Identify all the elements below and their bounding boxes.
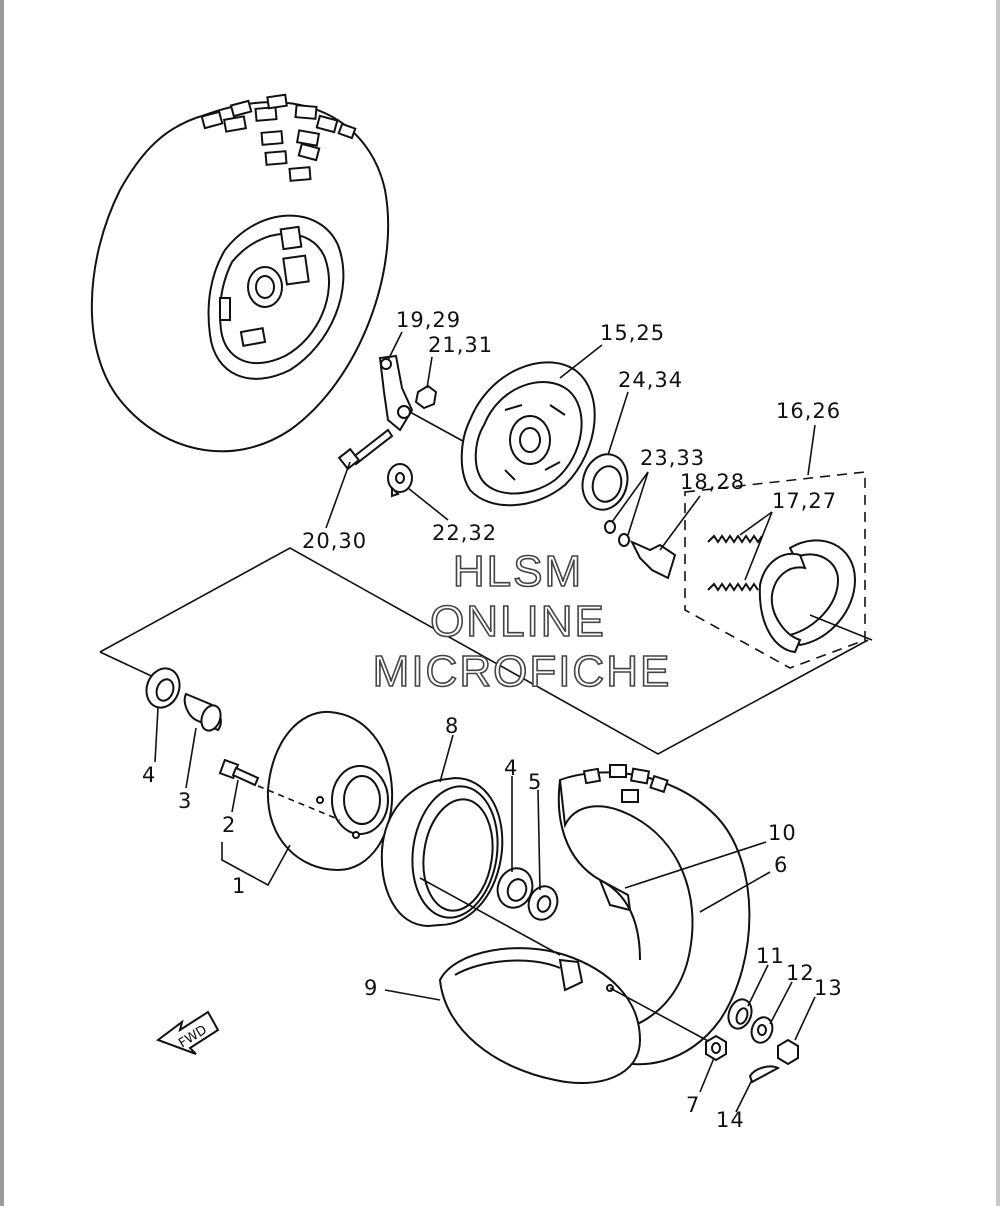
- callout-18-28: 18,28: [680, 470, 745, 494]
- watermark-line-2: ONLINE: [430, 597, 606, 646]
- tire-tread-blocks: [200, 93, 357, 182]
- callout-21-31: 21,31: [428, 333, 493, 357]
- spacer-collar: [183, 692, 222, 732]
- brake-camshaft-lever: [378, 354, 471, 446]
- o-rings: [604, 520, 630, 547]
- watermark: HLSM ONLINE MICROFICHE: [372, 546, 672, 697]
- callout-20-30: 20,30: [302, 529, 367, 553]
- callout-4-left: 4: [142, 763, 156, 787]
- callout-2: 2: [222, 813, 236, 837]
- callout-16-26: 16,26: [776, 399, 841, 423]
- scan-left-edge: [0, 0, 4, 1206]
- oil-seal: [581, 453, 629, 511]
- exploded-guide-lines: [99, 547, 869, 755]
- callout-4-right: 4: [504, 756, 518, 780]
- oil-seal-lower: [527, 885, 559, 921]
- forward-direction-arrow: FWD: [155, 1010, 220, 1055]
- hub-bolt: [218, 758, 260, 787]
- brake-cam: [629, 539, 677, 580]
- watermark-line-3: MICROFICHE: [373, 647, 672, 696]
- callout-19-29: 19,29: [396, 308, 461, 332]
- lever-bolt: [337, 428, 394, 471]
- leader-lines: [154, 331, 816, 1113]
- callout-22-32: 22,32: [432, 521, 497, 545]
- axle-nut: [705, 1034, 727, 1062]
- wheel-hub-drum: [257, 710, 394, 872]
- brake-shoe-plate: [460, 361, 596, 507]
- callout-15-25: 15,25: [600, 321, 665, 345]
- tire-rim-inner-half: [438, 947, 642, 1084]
- callout-24-34: 24,34: [618, 368, 683, 392]
- callout-6: 6: [774, 853, 788, 877]
- cotter-pin-14: [748, 1065, 781, 1084]
- callout-10: 10: [768, 821, 797, 845]
- lever-nut: [414, 384, 438, 410]
- washer-12: [750, 1016, 774, 1044]
- scan-right-edge: [996, 0, 1000, 1206]
- callout-23-33: 23,33: [640, 446, 705, 470]
- callout-14: 14: [716, 1108, 745, 1132]
- callout-13: 13: [814, 976, 843, 1000]
- callout-5: 5: [528, 770, 542, 794]
- upper-tire-assembly: [90, 93, 390, 453]
- callout-labels: 19,29 21,31 15,25 24,34 16,26 23,33 18,2…: [142, 308, 843, 1132]
- axle-guide-line: [419, 877, 561, 956]
- hub-sleeve: [380, 776, 504, 928]
- bearing-left: [145, 667, 181, 709]
- callout-8: 8: [445, 714, 459, 738]
- callout-12: 12: [786, 961, 815, 985]
- callout-7: 7: [686, 1093, 700, 1117]
- lever-washer: [387, 463, 413, 498]
- castle-nut-13: [777, 1038, 799, 1066]
- callout-17-27: 17,27: [772, 489, 837, 513]
- watermark-line-1: HLSM: [453, 547, 583, 596]
- callout-3: 3: [178, 789, 192, 813]
- collar-11: [727, 998, 753, 1030]
- callout-11: 11: [756, 944, 785, 968]
- bearing-right: [496, 867, 534, 909]
- axle-guide-line-2: [609, 987, 711, 1043]
- callout-1: 1: [232, 874, 246, 898]
- brake-shoe-spring-group: [684, 471, 873, 669]
- callout-9: 9: [364, 976, 378, 1000]
